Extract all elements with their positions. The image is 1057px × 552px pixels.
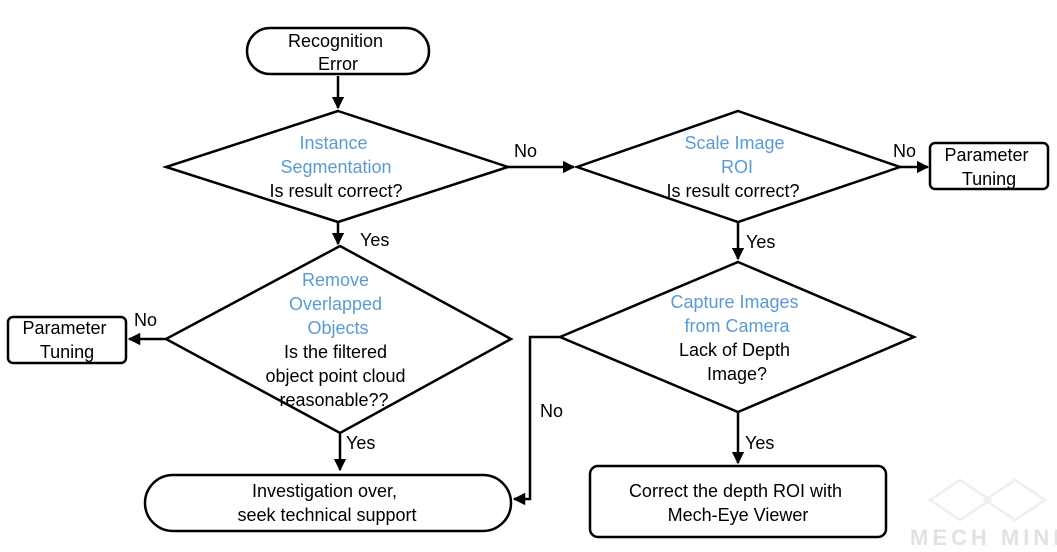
decision-remove-overlapped-objects: Remove Overlapped Objects Is the filtere… <box>163 244 514 435</box>
label-remove-no: No <box>134 310 157 330</box>
node-correct-depth-roi: Correct the depth ROI with Mech-Eye View… <box>588 464 888 539</box>
label-scale-yes: Yes <box>746 232 775 252</box>
process-shape <box>6 315 128 365</box>
terminator-shape <box>143 473 513 533</box>
watermark: MECH MIND <box>910 478 1057 550</box>
decision-shape <box>573 109 904 224</box>
label-scale-no: No <box>893 141 916 161</box>
decision-title: Capture Images from Camera <box>670 292 803 336</box>
node-text: Correct the depth ROI with Mech-Eye View… <box>629 481 847 525</box>
decision-question: Is the filtered object point cloud reaso… <box>265 342 410 410</box>
decision-shape <box>163 244 514 435</box>
node-recognition-error: Recognition Error <box>245 26 431 76</box>
process-shape <box>588 464 888 539</box>
node-parameter-tuning-left: Parameter Tuning <box>6 315 128 365</box>
node-text: Recognition Error <box>288 31 388 74</box>
node-text: Investigation over, seek technical suppo… <box>237 481 416 525</box>
watermark-logo-icon <box>927 478 1048 522</box>
decision-title: Scale Image ROI <box>684 133 789 177</box>
label-remove-yes: Yes <box>346 433 375 453</box>
decision-question: Lack of Depth Image? <box>679 340 795 384</box>
decision-scale-image-roi: Scale Image ROI Is result correct? <box>573 109 904 224</box>
decision-instance-segmentation: Instance Segmentation Is result correct? <box>161 109 513 224</box>
process-shape <box>928 141 1050 191</box>
node-text: Parameter Tuning <box>22 318 111 362</box>
decision-question: Is result correct? <box>269 181 402 201</box>
terminator-shape <box>245 26 431 76</box>
decision-title: Instance Segmentation <box>280 133 391 177</box>
edge-labels: No Yes No Yes No Yes No Yes <box>134 141 916 453</box>
edge-capture-no <box>512 335 560 506</box>
decision-question: Is result correct? <box>666 181 799 201</box>
decision-capture-images: Capture Images from Camera Lack of Depth… <box>556 260 918 414</box>
edges <box>127 76 930 506</box>
decision-shape <box>161 109 513 224</box>
label-segmentation-yes: Yes <box>360 230 389 250</box>
label-segmentation-no: No <box>514 141 537 161</box>
node-investigation-over: Investigation over, seek technical suppo… <box>143 473 513 533</box>
node-text: Parameter Tuning <box>944 145 1033 189</box>
label-capture-no: No <box>540 401 563 421</box>
decision-shape <box>556 260 918 414</box>
node-parameter-tuning-right: Parameter Tuning <box>928 141 1050 191</box>
label-capture-yes: Yes <box>745 433 774 453</box>
watermark-text: MECH MIND <box>910 525 1057 550</box>
decision-title: Remove Overlapped Objects <box>289 270 387 338</box>
